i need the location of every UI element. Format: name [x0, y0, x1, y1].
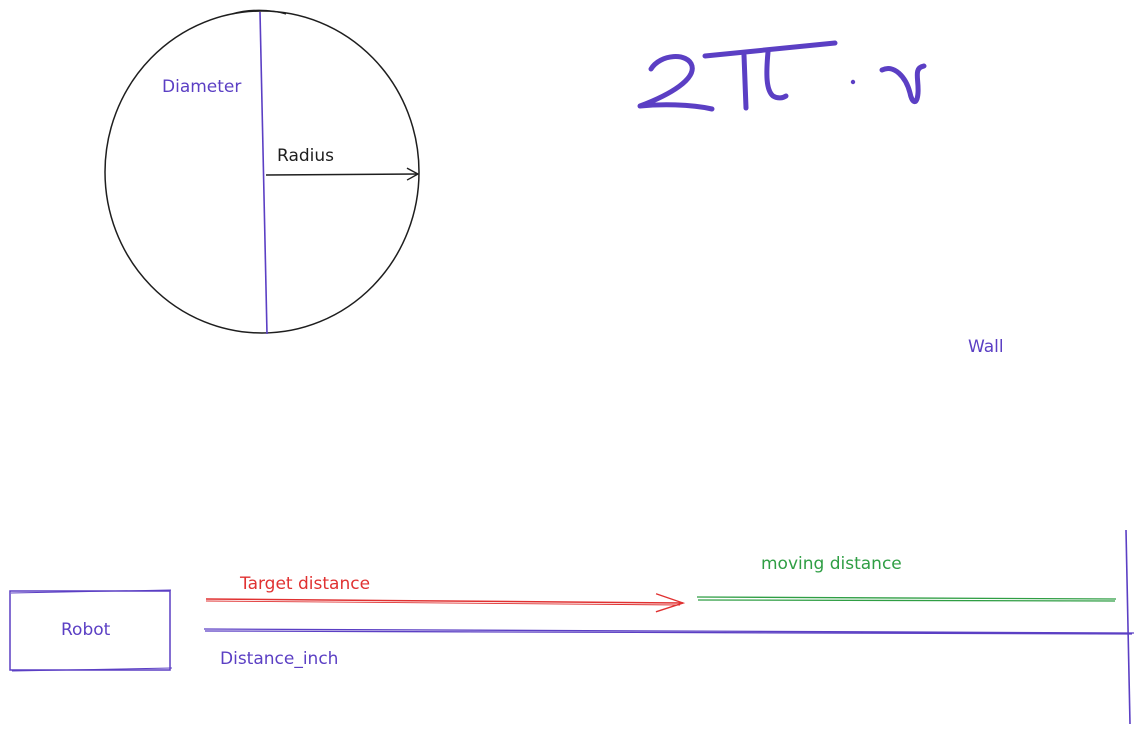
- robot-rect-sketch: [10, 589, 173, 672]
- moving-distance-line: [696, 596, 1117, 602]
- formula-r: [879, 63, 927, 105]
- target-distance-arrow: [205, 599, 683, 603]
- circle-group: Diameter Radius: [104, 9, 420, 335]
- radius-arrow: [265, 167, 420, 181]
- wheel-circle: [104, 10, 420, 334]
- robot-box: Robot: [9, 589, 173, 672]
- diameter-label: Diameter: [162, 77, 241, 97]
- radius-label: Radius: [277, 146, 334, 166]
- target-distance-label: Target distance: [239, 574, 370, 594]
- distance-inch-line: [203, 628, 1135, 635]
- formula-pi-leg-right: [764, 49, 789, 101]
- wall-label: Wall: [968, 337, 1004, 357]
- formula-digit-two: [637, 54, 715, 112]
- formula-pi-leg-left: [741, 52, 749, 111]
- distance-inch-label: Distance_inch: [220, 649, 338, 669]
- formula-dot: [850, 79, 856, 85]
- diameter-line: [259, 11, 268, 335]
- target-distance-arrow-sketch: [205, 600, 681, 606]
- circle-top-overlap: [231, 9, 287, 15]
- formula-pi-bar: [702, 40, 838, 59]
- formula-2pi-r: [637, 40, 927, 112]
- wall-line: [1125, 529, 1131, 725]
- robot-label: Robot: [61, 620, 111, 640]
- moving-distance-label: moving distance: [761, 554, 902, 574]
